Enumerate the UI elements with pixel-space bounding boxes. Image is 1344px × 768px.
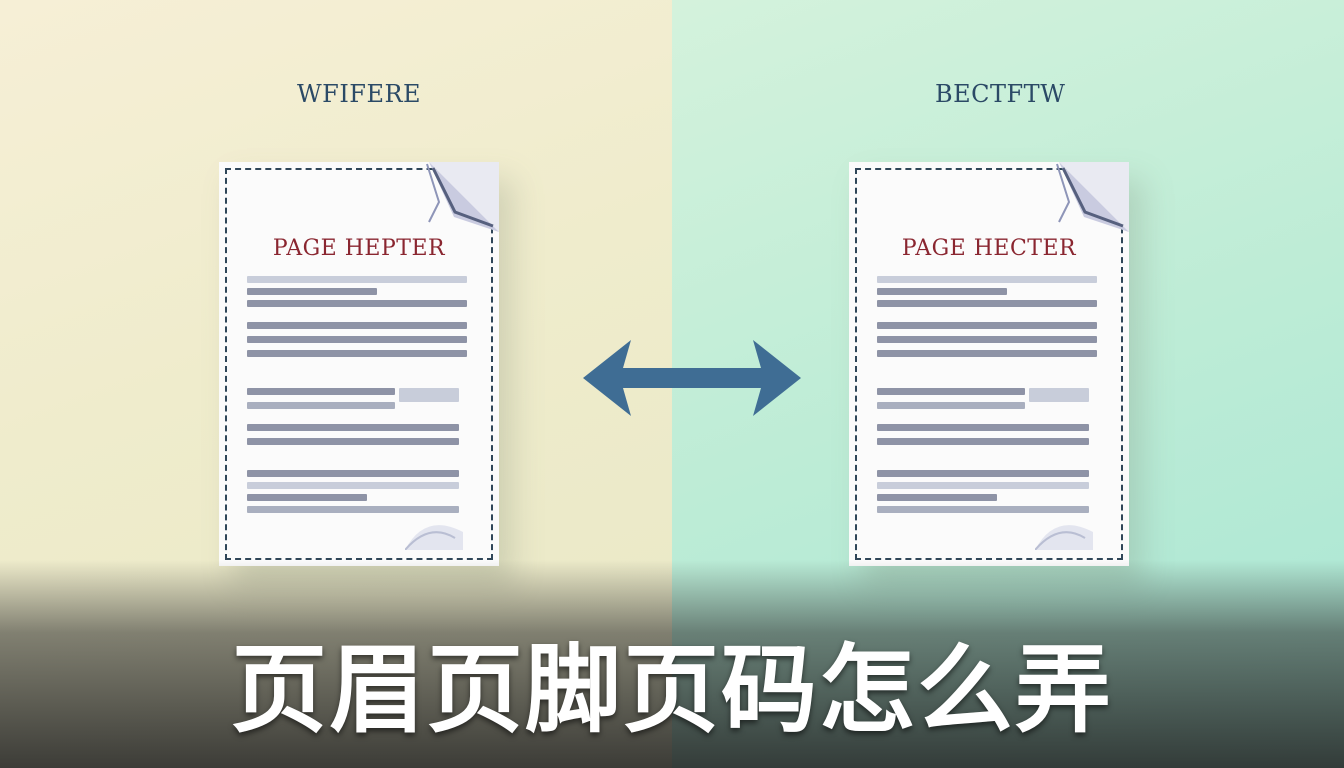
text-line	[247, 470, 459, 477]
text-line	[247, 350, 467, 357]
text-line	[247, 424, 459, 431]
text-line	[877, 388, 1025, 395]
left-document: PAGE HEPTER	[219, 162, 499, 566]
text-line	[247, 482, 459, 489]
text-line	[247, 288, 377, 295]
text-block	[1029, 388, 1089, 402]
double-arrow-icon	[583, 340, 801, 416]
text-line	[247, 276, 467, 283]
text-line	[877, 322, 1097, 329]
text-line	[247, 402, 395, 409]
page-curl-icon	[1056, 162, 1129, 232]
document-dashed-border	[855, 168, 1123, 560]
text-line	[877, 350, 1097, 357]
bottom-shade	[0, 560, 1344, 768]
text-line	[877, 288, 1007, 295]
text-line	[877, 276, 1097, 283]
left-label: WFIFERE	[297, 80, 422, 108]
text-block	[399, 388, 459, 402]
page-header-text: PAGE HECTER	[901, 236, 1077, 261]
document-dashed-border	[225, 168, 493, 560]
page-title: 页眉页脚页码怎么弄	[231, 634, 1113, 746]
right-label: BECTFTW	[935, 80, 1066, 108]
text-line	[247, 494, 367, 501]
text-line	[247, 300, 467, 307]
text-line	[247, 388, 395, 395]
right-document: PAGE HECTER	[849, 162, 1129, 566]
text-line	[247, 322, 467, 329]
text-line	[877, 494, 997, 501]
text-line	[877, 438, 1089, 445]
text-line	[877, 402, 1025, 409]
text-line	[247, 506, 459, 513]
text-line	[877, 424, 1089, 431]
text-line	[247, 336, 467, 343]
text-line	[877, 336, 1097, 343]
text-line	[877, 300, 1097, 307]
text-line	[877, 482, 1089, 489]
text-line	[247, 438, 459, 445]
text-line	[877, 470, 1089, 477]
page-header-text: PAGE HEPTER	[272, 236, 446, 261]
page-curl-icon	[405, 525, 463, 550]
text-line	[877, 506, 1089, 513]
page-curl-icon	[426, 162, 499, 232]
page-curl-icon	[1035, 525, 1093, 550]
